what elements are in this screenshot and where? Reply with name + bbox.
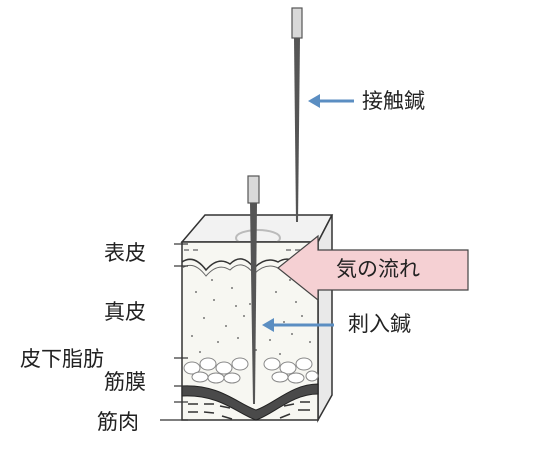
arrow-left-icon — [262, 318, 274, 332]
epidermis-label: 表皮 — [104, 241, 146, 265]
qi-flow-arrow — [277, 234, 469, 302]
insertion-needle-handle — [247, 175, 260, 204]
fat-cells — [183, 357, 319, 384]
skin-top-face — [180, 214, 334, 243]
subcutaneous-fat-label: 皮下脂肪 — [20, 347, 104, 371]
layer-boundary-ticks — [160, 243, 188, 421]
dermis-label: 真皮 — [104, 300, 146, 324]
contact-needle-pointer — [308, 94, 354, 108]
contact-needle — [291, 7, 303, 222]
insertion-needle-label: 刺入鍼 — [348, 312, 411, 336]
skin-side-face — [317, 214, 333, 423]
insertion-needle-pointer — [262, 318, 334, 332]
contact-needle-shaft — [294, 38, 300, 222]
fascia-layer — [181, 383, 319, 421]
contact-needle-handle — [291, 7, 303, 39]
muscle-label: 筋肉 — [97, 410, 139, 434]
fascia-label: 筋膜 — [104, 370, 146, 394]
insertion-needle — [247, 175, 260, 404]
contact-needle-label: 接触鍼 — [362, 89, 425, 113]
arrow-left-icon — [308, 94, 320, 108]
muscle-striations — [188, 401, 310, 420]
qi-flow-label: 気の流れ — [336, 257, 420, 281]
insertion-needle-shaft — [250, 203, 257, 404]
